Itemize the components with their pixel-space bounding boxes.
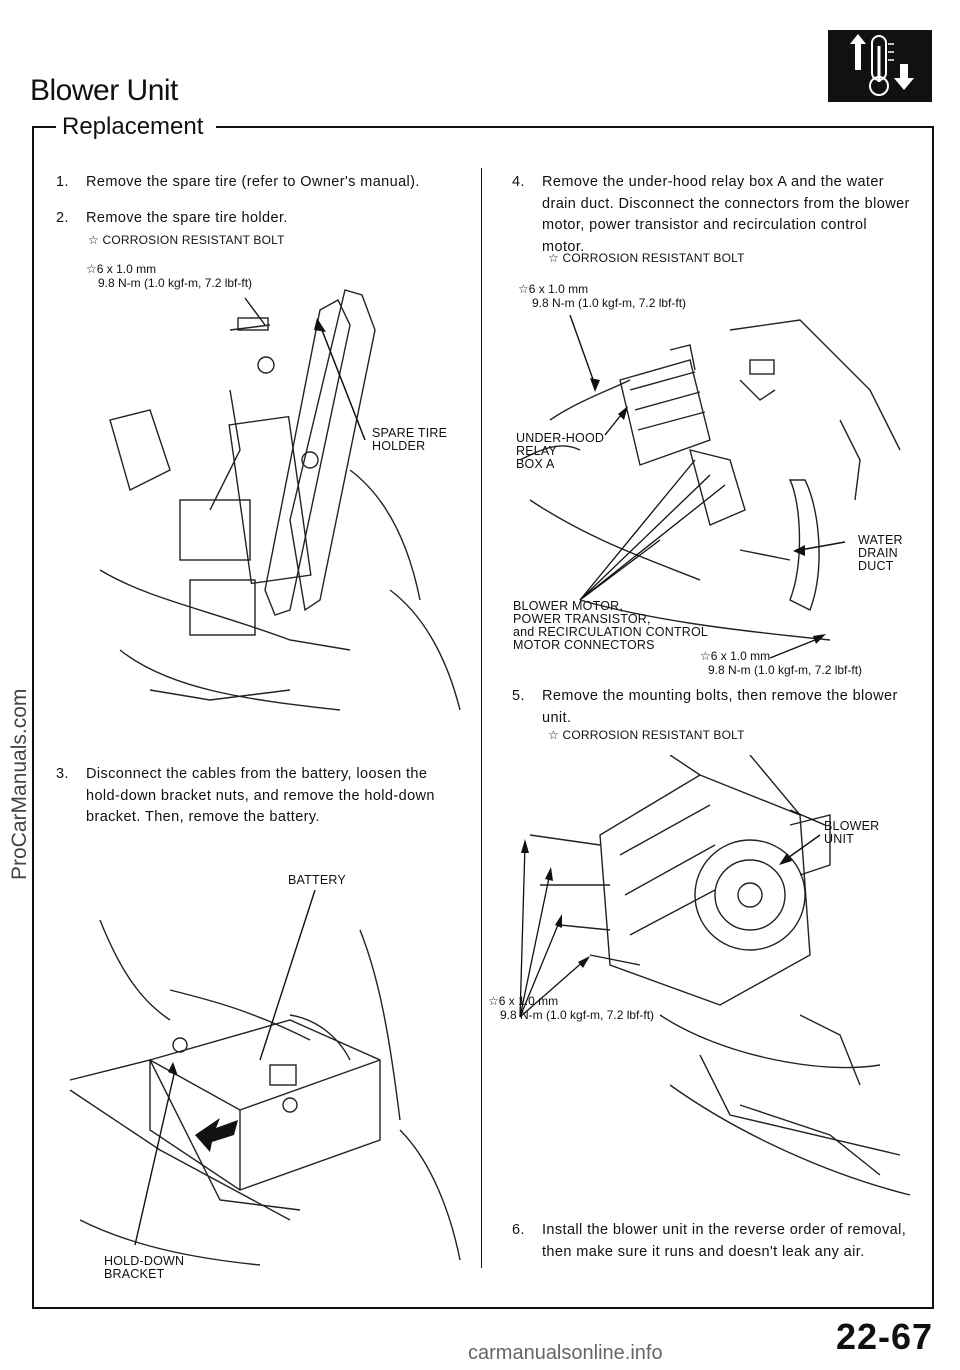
label-hold-down-bracket: HOLD-DOWN BRACKET (104, 1254, 185, 1281)
label-water-drain-duct: WATER DRAIN DUCT (858, 533, 903, 573)
torque-spec-2: ☆6 x 1.0 mm 9.8 N-m (1.0 kgf-m, 7.2 lbf-… (518, 282, 687, 310)
star-icon: ☆ (548, 728, 559, 742)
page-number: 22-67 (836, 1316, 934, 1357)
relay-box-illustration (519, 314, 901, 659)
heater-ac-section-icon (828, 30, 932, 102)
frame-top-right (216, 126, 934, 128)
frame-top-left (32, 126, 56, 128)
torque-spec-1: ☆6 x 1.0 mm 9.8 N-m (1.0 kgf-m, 7.2 lbf-… (86, 262, 253, 290)
label-relay-box: UNDER-HOOD RELAY BOX A (516, 431, 605, 471)
corrosion-note-left: ☆ CORROSION RESISTANT BOLT (88, 233, 285, 247)
corrosion-note-right-2: ☆ CORROSION RESISTANT BOLT (548, 728, 745, 742)
section-title: Replacement (62, 113, 204, 140)
torque-spec-3: ☆6 x 1.0 mm 9.8 N-m (1.0 kgf-m, 7.2 lbf-… (700, 649, 863, 677)
step-6: 6. Install the blower unit in the revers… (512, 1222, 907, 1260)
star-icon: ☆ (548, 251, 559, 265)
star-icon: ☆ (88, 233, 99, 247)
label-battery: BATTERY (288, 873, 346, 887)
page-title: Blower Unit (30, 74, 178, 107)
spare-tire-holder-illustration (99, 289, 461, 711)
star-icon: ☆ (518, 282, 529, 296)
star-icon: ☆ (488, 994, 499, 1008)
label-spare-tire-holder: SPARE TIRE HOLDER (372, 426, 448, 453)
column-divider (481, 168, 482, 1268)
step-2: 2. Remove the spare tire holder. (56, 210, 288, 226)
star-icon: ☆ (86, 262, 97, 276)
label-connectors: BLOWER MOTOR, POWER TRANSISTOR, and RECI… (513, 599, 709, 652)
side-watermark: ProCarManuals.com (8, 688, 31, 880)
blower-unit-illustration (519, 755, 911, 1196)
step-1: 1. Remove the spare tire (refer to Owner… (56, 174, 420, 190)
step-5: 5. Remove the mounting bolts, then remov… (512, 688, 898, 726)
step-3: 3. Disconnect the cables from the batter… (56, 766, 435, 825)
step-4: 4. Remove the under-hood relay box A and… (512, 174, 910, 255)
bottom-watermark: carmanualsonline.info (468, 1342, 663, 1364)
star-icon: ☆ (700, 649, 711, 663)
content-frame (32, 126, 934, 1309)
torque-spec-4: ☆6 x 1.0 mm 9.8 N-m (1.0 kgf-m, 7.2 lbf-… (488, 994, 655, 1022)
label-blower-unit: BLOWER UNIT (824, 819, 880, 846)
corrosion-note-right-1: ☆ CORROSION RESISTANT BOLT (548, 251, 745, 265)
battery-illustration (69, 890, 461, 1266)
